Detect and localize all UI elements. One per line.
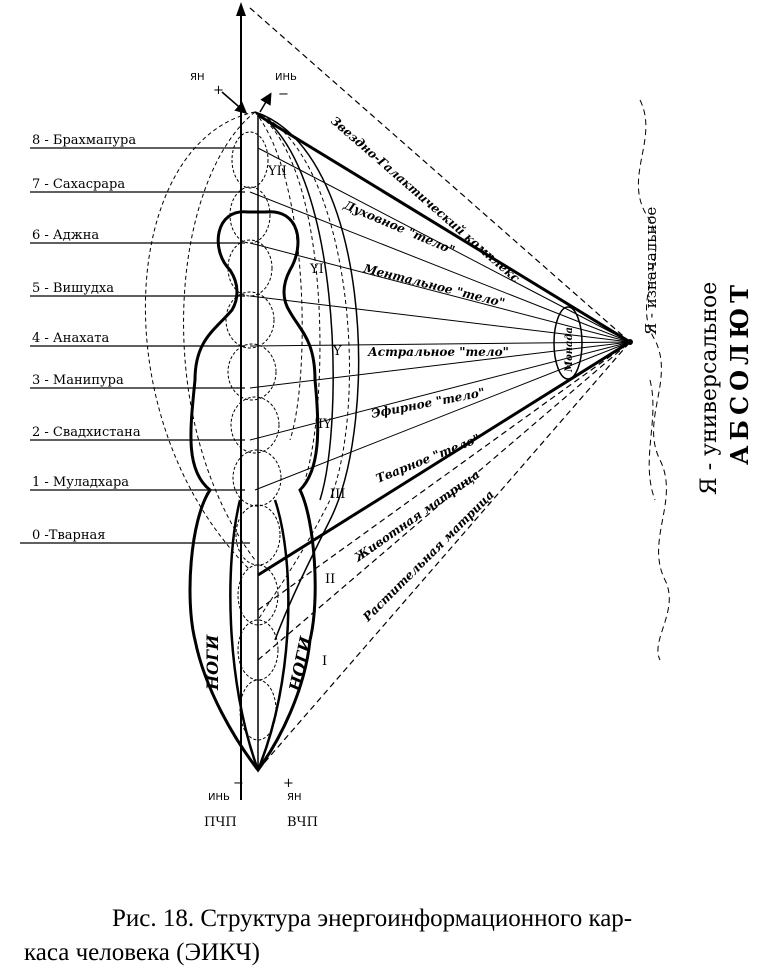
chakra-label: 6 - Аджна [32,228,99,243]
level-label: II [325,572,335,587]
source-primordial-label: Я - изначальное [642,207,660,335]
eikch-diagram: ЯН + ИНЬ − − ИНЬ + ЯН ПЧП ВЧП 8 - Брахма… [20,2,754,830]
right-channel-label: ВЧП [287,815,318,830]
monad-label: Монада [564,327,575,373]
figure-caption: Рис. 18. Структура энергоинформационного… [24,902,762,970]
left-channel-label: ПЧП [204,815,237,830]
level-label: Y [332,344,342,359]
chakra-label: 2 - Свадхистана [32,425,141,440]
level-label: IY [318,417,332,432]
chakra-label: 1 - Муладхара [32,475,129,490]
body-label: Астральное "тело" [367,345,509,359]
chakra-label: 3 - Манипура [32,373,124,388]
svg-text:−: − [233,776,244,791]
chakra-label: 0 -Тварная [32,528,105,543]
absolute-label: АБСОЛЮТ [725,280,754,465]
chakra-label: 4 - Анахата [32,331,109,346]
chakra-label: 8 - Брахмапура [32,133,136,148]
chakra-label: 5 - Вишудха [32,281,114,296]
svg-text:+: + [213,83,224,98]
source-universal-label: Я - универсальное [697,282,722,495]
legs-right-label: НОГИ [285,634,315,694]
svg-text:+: + [283,776,294,791]
bottom-yang-label: ЯН [287,792,301,803]
chakra-labels: 8 - Брахмапура 7 - Сахасрара 6 - Аджна 5… [32,133,141,543]
level-label: YI [309,262,324,277]
level-label: I [322,654,327,669]
rays [249,7,631,771]
caption-line-1: Рис. 18. Структура энергоинформационного… [112,905,633,932]
svg-text:−: − [278,87,289,102]
top-yin-label: ИНЬ [275,72,297,83]
body-labels: Звездно-Галактический комплекс Духовное … [328,114,523,625]
monad-oval [553,306,583,380]
bottom-yin-label: ИНЬ [208,792,230,803]
body-label: Ментальное "тело" [361,261,506,310]
level-numerals: YII YI Y IY III II I [267,164,345,669]
level-label: III [330,487,345,502]
axis-arrow-icon [236,2,246,16]
caption-line-2: каса человека (ЭИКЧ) [24,939,260,966]
body-label: Эфирное "тело" [370,385,486,421]
top-yang-label: ЯН [190,72,204,83]
chakra-label: 7 - Сахасрара [32,177,125,192]
legs-left-label: НОГИ [203,634,222,691]
level-label: YII [267,164,287,179]
